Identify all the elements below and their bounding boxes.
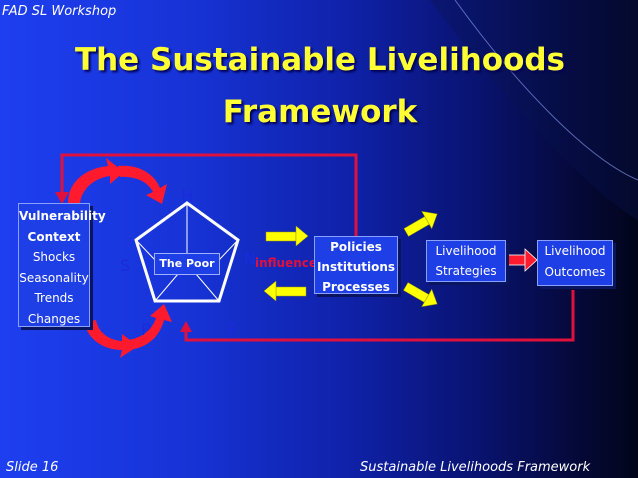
curved-red-arrow-bottom-left bbox=[84, 320, 138, 358]
vulnerability-item-seasonality: Seasonality bbox=[19, 270, 89, 285]
capital-label-s: S bbox=[120, 256, 131, 275]
slide-title: The Sustainable Livelihoods Framework bbox=[60, 34, 580, 138]
livelihood-outcomes-box: Livelihood Outcomes bbox=[537, 240, 613, 286]
capital-label-f: F bbox=[227, 320, 237, 339]
yellow-arrow-right bbox=[265, 225, 309, 247]
processes-label: Processes bbox=[322, 280, 390, 294]
strategies-line-1: Livelihood bbox=[435, 244, 497, 258]
capital-label-p: P bbox=[141, 320, 151, 339]
curved-red-arrow-top-left bbox=[68, 158, 124, 203]
livelihood-strategies-box: Livelihood Strategies bbox=[426, 240, 506, 282]
institutions-label: Institutions bbox=[316, 260, 396, 274]
yellow-arrow-left bbox=[263, 280, 307, 302]
feedback-line-bottom bbox=[184, 290, 575, 342]
context-heading: Context bbox=[27, 229, 81, 244]
curved-red-arrow-bottom-right bbox=[128, 304, 172, 350]
feedback-arrowhead-bottom bbox=[180, 321, 192, 332]
vulnerability-item-shocks: Shocks bbox=[32, 250, 76, 264]
yellow-arrow-down-right bbox=[403, 282, 438, 307]
outcomes-line-1: Livelihood bbox=[544, 244, 606, 258]
footer-title: Sustainable Livelihoods Framework bbox=[360, 460, 591, 475]
vulnerability-heading: Vulnerability bbox=[19, 209, 106, 223]
slide-number: Slide 16 bbox=[6, 460, 59, 475]
yellow-arrow-up-right bbox=[403, 211, 438, 237]
capital-label-h: H bbox=[181, 186, 194, 205]
red-arrow-strategies-to-outcomes bbox=[504, 248, 538, 272]
capital-label-n: N bbox=[244, 249, 256, 268]
strategies-line-2: Strategies bbox=[435, 264, 497, 278]
pentagon-spoke-left bbox=[135, 239, 156, 261]
curved-red-arrow-top-right bbox=[118, 165, 167, 204]
vulnerability-item-trends: Trends bbox=[34, 291, 74, 305]
pentagon-spoke-bottom-right bbox=[195, 273, 220, 302]
title-line-1: The Sustainable Livelihoods bbox=[74, 42, 566, 78]
pentagon-spoke-right bbox=[218, 239, 239, 261]
vulnerability-context-box: Vulnerability Context Shocks Seasonality… bbox=[18, 203, 106, 327]
assets-pentagon bbox=[134, 201, 240, 303]
policies-label: Policies bbox=[330, 240, 382, 254]
the-poor-label: The Poor bbox=[154, 253, 220, 275]
workshop-label: FAD SL Workshop bbox=[2, 4, 117, 19]
feedback-arrowhead-top bbox=[55, 192, 69, 204]
title-line-2: Framework bbox=[222, 94, 418, 130]
pentagon-spoke-bottom-left bbox=[154, 273, 179, 302]
policies-institutions-box: Policies Institutions Processes bbox=[314, 236, 398, 294]
outcomes-line-2: Outcomes bbox=[544, 265, 606, 279]
influence-label: influence bbox=[255, 256, 318, 270]
feedback-line-top bbox=[60, 153, 358, 236]
vulnerability-item-changes: Changes bbox=[27, 311, 81, 326]
